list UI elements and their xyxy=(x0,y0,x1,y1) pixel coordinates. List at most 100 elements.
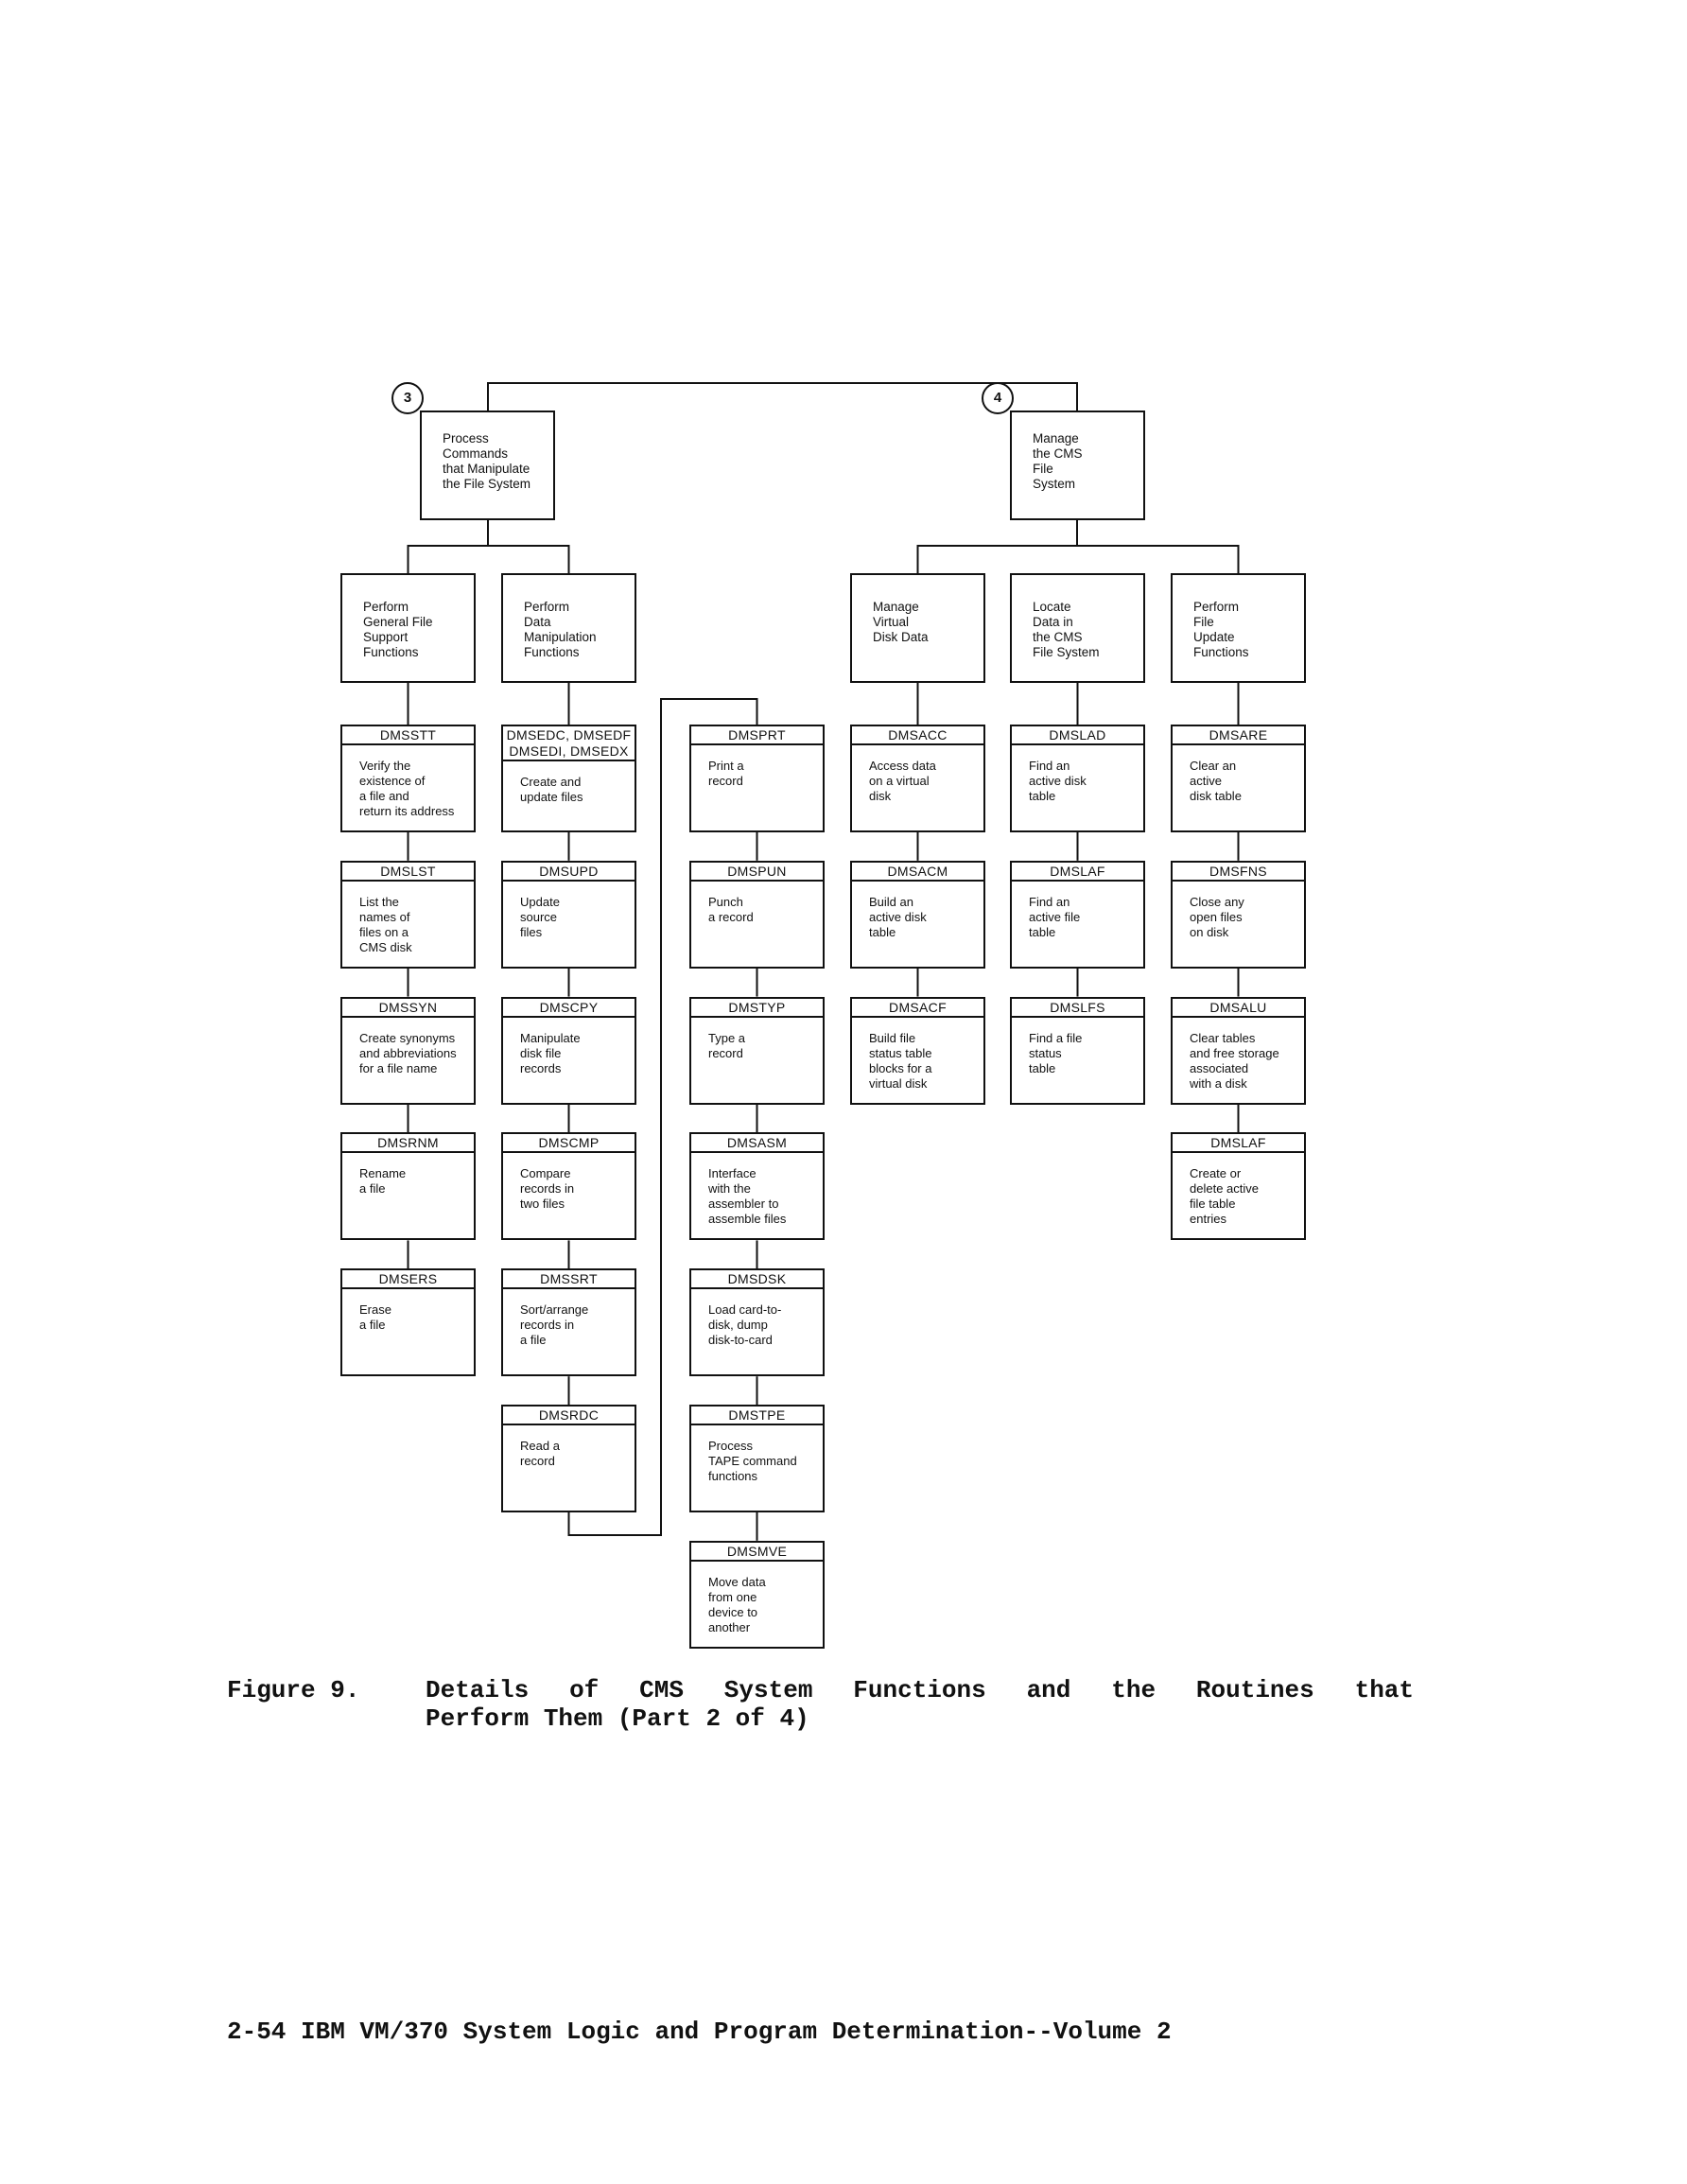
routine-box: DMSLAD Find an active disk table xyxy=(1010,725,1145,832)
function-text: Locate Data in the CMS File System xyxy=(1033,600,1100,659)
routine-description: Find an active file table xyxy=(1029,894,1081,939)
routine-description: Build an active disk table xyxy=(869,894,927,939)
function-box: Perform Data Manipulation Functions xyxy=(501,573,636,683)
routine-box: DMSLAF Find an active file table xyxy=(1010,860,1145,969)
routine-box: DMSACM Build an active disk table xyxy=(850,860,985,969)
routine-box: DMSMVE Move data from one device to anoth… xyxy=(689,1540,825,1649)
routine-description: Create or delete active file table entri… xyxy=(1190,1166,1259,1227)
connector-circle-4: 4 xyxy=(982,382,1014,414)
function-text: Perform Data Manipulation Functions xyxy=(524,600,597,659)
routine-name: DMSPUN xyxy=(691,863,823,882)
routine-description: Type a record xyxy=(708,1030,746,1060)
function-box: Perform File Update Functions xyxy=(1171,573,1306,683)
routine-description: Find an active disk table xyxy=(1029,759,1087,803)
routine-box: DMSSYN Create synonyms and abbreviations … xyxy=(340,996,476,1105)
routine-name: DMSLST xyxy=(342,863,474,882)
routine-description: Clear tables and free storage associated… xyxy=(1190,1030,1279,1091)
routine-name: DMSFNS xyxy=(1173,863,1304,882)
routine-box: DMSTYP Type a record xyxy=(689,996,825,1105)
routine-name: DMSPRT xyxy=(691,726,823,745)
routine-description: Interface with the assembler to assemble… xyxy=(708,1166,787,1227)
routine-name: DMSERS xyxy=(342,1270,474,1290)
routine-description: Punch a record xyxy=(708,894,754,924)
function-text: Manage the CMS File System xyxy=(1033,431,1083,491)
routine-box: DMSPUN Punch a record xyxy=(689,860,825,969)
figure-caption-line1: Details of CMS System Functions and the … xyxy=(426,1676,1414,1704)
function-box: Perform General File Support Functions xyxy=(340,573,476,683)
routine-name: DMSUPD xyxy=(503,863,635,882)
routine-name: DMSSYN xyxy=(342,999,474,1018)
figure-label: Figure 9. xyxy=(227,1676,360,1704)
connector-line xyxy=(407,545,570,573)
function-text: Process Commands that Manipulate the Fil… xyxy=(443,431,531,491)
figure-caption-line2: Perform Them (Part 2 of 4) xyxy=(426,1704,809,1733)
routine-description: Find a file status table xyxy=(1029,1030,1083,1075)
routine-name: DMSSRT xyxy=(503,1270,635,1290)
routine-name: DMSTYP xyxy=(691,999,823,1018)
routine-description: Sort/arrange records in a file xyxy=(520,1302,589,1348)
routine-description: Compare records in two files xyxy=(520,1166,575,1212)
routine-box: DMSALU Clear tables and free storage asso… xyxy=(1171,996,1306,1105)
routine-description: Process TAPE command functions xyxy=(708,1439,797,1483)
routine-description: List the names of files on a CMS disk xyxy=(359,894,412,954)
routine-description: Build file status table blocks for a vir… xyxy=(869,1030,932,1091)
routine-name: DMSDSK xyxy=(691,1270,823,1290)
routine-name: DMSRNM xyxy=(342,1134,474,1154)
routine-description: Move data from one device to another xyxy=(708,1574,766,1634)
routine-name: DMSLAF xyxy=(1012,863,1143,882)
routine-description: Manipulate disk file records xyxy=(520,1030,581,1075)
routine-name: DMSLFS xyxy=(1012,999,1143,1018)
routine-box: DMSACC Access data on a virtual disk xyxy=(850,725,985,832)
function-text: Manage Virtual Disk Data xyxy=(873,600,929,644)
routine-box: DMSLFS Find a file status table xyxy=(1010,996,1145,1105)
routine-description: Create and update files xyxy=(520,775,583,804)
routine-description: Print a record xyxy=(708,759,744,788)
routine-box: DMSUPD Update source files xyxy=(501,860,636,969)
routine-box: DMSTPE Process TAPE command functions xyxy=(689,1405,825,1512)
routine-box: DMSSRT Sort/arrange records in a file xyxy=(501,1268,636,1377)
connector-line xyxy=(487,382,1078,411)
routine-name: DMSRDC xyxy=(503,1406,635,1425)
routine-name: DMSCPY xyxy=(503,999,635,1018)
routine-description: Erase a file xyxy=(359,1302,391,1333)
routine-description: Update source files xyxy=(520,894,560,939)
routine-name: DMSTPE xyxy=(691,1406,823,1425)
routine-description: Clear an active disk table xyxy=(1190,759,1242,803)
routine-description: Access data on a virtual disk xyxy=(869,759,936,803)
routine-name: DMSLAD xyxy=(1012,726,1143,745)
page-footer: 2-54 IBM VM/370 System Logic and Program… xyxy=(227,2018,1172,2046)
top-function-box: Manage the CMS File System xyxy=(1010,411,1145,520)
function-text: Perform General File Support Functions xyxy=(363,600,433,659)
function-box: Locate Data in the CMS File System xyxy=(1010,573,1145,683)
connector-circle-3: 3 xyxy=(391,382,424,414)
routine-name: DMSACM xyxy=(852,863,983,882)
routine-name: DMSEDC, DMSEDF DMSEDI, DMSEDX xyxy=(503,726,635,761)
routine-name: DMSARE xyxy=(1173,726,1304,745)
connector-line xyxy=(916,545,1240,573)
routine-name: DMSALU xyxy=(1173,999,1304,1018)
routine-box: DMSCPY Manipulate disk file records xyxy=(501,996,636,1105)
routine-box: DMSEDC, DMSEDF DMSEDI, DMSEDX Create and … xyxy=(501,725,636,832)
routine-name: DMSMVE xyxy=(691,1543,823,1562)
routine-box: DMSARE Clear an active disk table xyxy=(1171,725,1306,832)
routine-box: DMSRNM Rename a file xyxy=(340,1132,476,1241)
connector-line xyxy=(567,698,758,1536)
routine-description: Load card-to- disk, dump disk-to-card xyxy=(708,1302,782,1348)
routine-box: DMSDSK Load card-to- disk, dump disk-to-c… xyxy=(689,1268,825,1377)
routine-description: Read a record xyxy=(520,1439,560,1468)
routine-description: Create synonyms and abbreviations for a … xyxy=(359,1030,457,1075)
top-function-box: Process Commands that Manipulate the Fil… xyxy=(420,411,555,520)
routine-box: DMSLST List the names of files on a CMS d… xyxy=(340,860,476,969)
routine-name: DMSACC xyxy=(852,726,983,745)
routine-box: DMSPRT Print a record xyxy=(689,725,825,832)
function-box: Manage Virtual Disk Data xyxy=(850,573,985,683)
routine-description: Rename a file xyxy=(359,1166,407,1197)
